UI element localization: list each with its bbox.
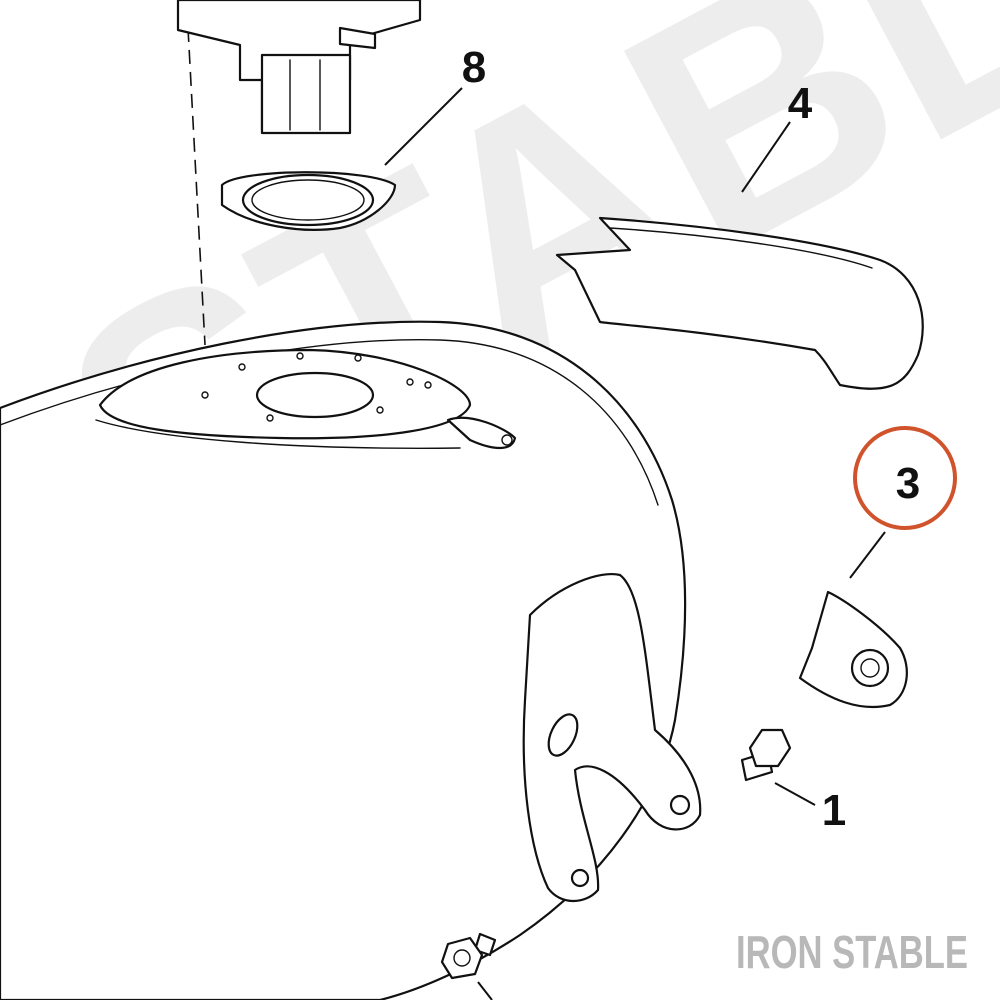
leader-line-4 (741, 121, 791, 193)
pump-gasket (220, 171, 397, 231)
mounting-bracket (522, 573, 702, 903)
bolt (740, 728, 792, 782)
lower-bolt (440, 932, 497, 980)
fuel-pump-assembly (176, 0, 422, 135)
trim-cover (798, 590, 908, 709)
callout-1: 1 (822, 786, 846, 835)
trim-panel (555, 216, 924, 390)
callout-8: 8 (462, 43, 486, 92)
leader-line-1 (774, 782, 816, 806)
vent-tab (446, 416, 517, 450)
leader-line-8 (384, 87, 463, 166)
highlight-ring-3 (853, 426, 957, 530)
leader-line-lower-bolt (477, 981, 493, 1000)
callout-4: 4 (788, 79, 813, 128)
fuel-tank (0, 320, 702, 1000)
callout-3: 3 (896, 459, 920, 508)
alignment-line-pump (187, 27, 206, 346)
leader-line-3 (849, 531, 886, 579)
brand-watermark: IRON STABLE (736, 926, 968, 978)
